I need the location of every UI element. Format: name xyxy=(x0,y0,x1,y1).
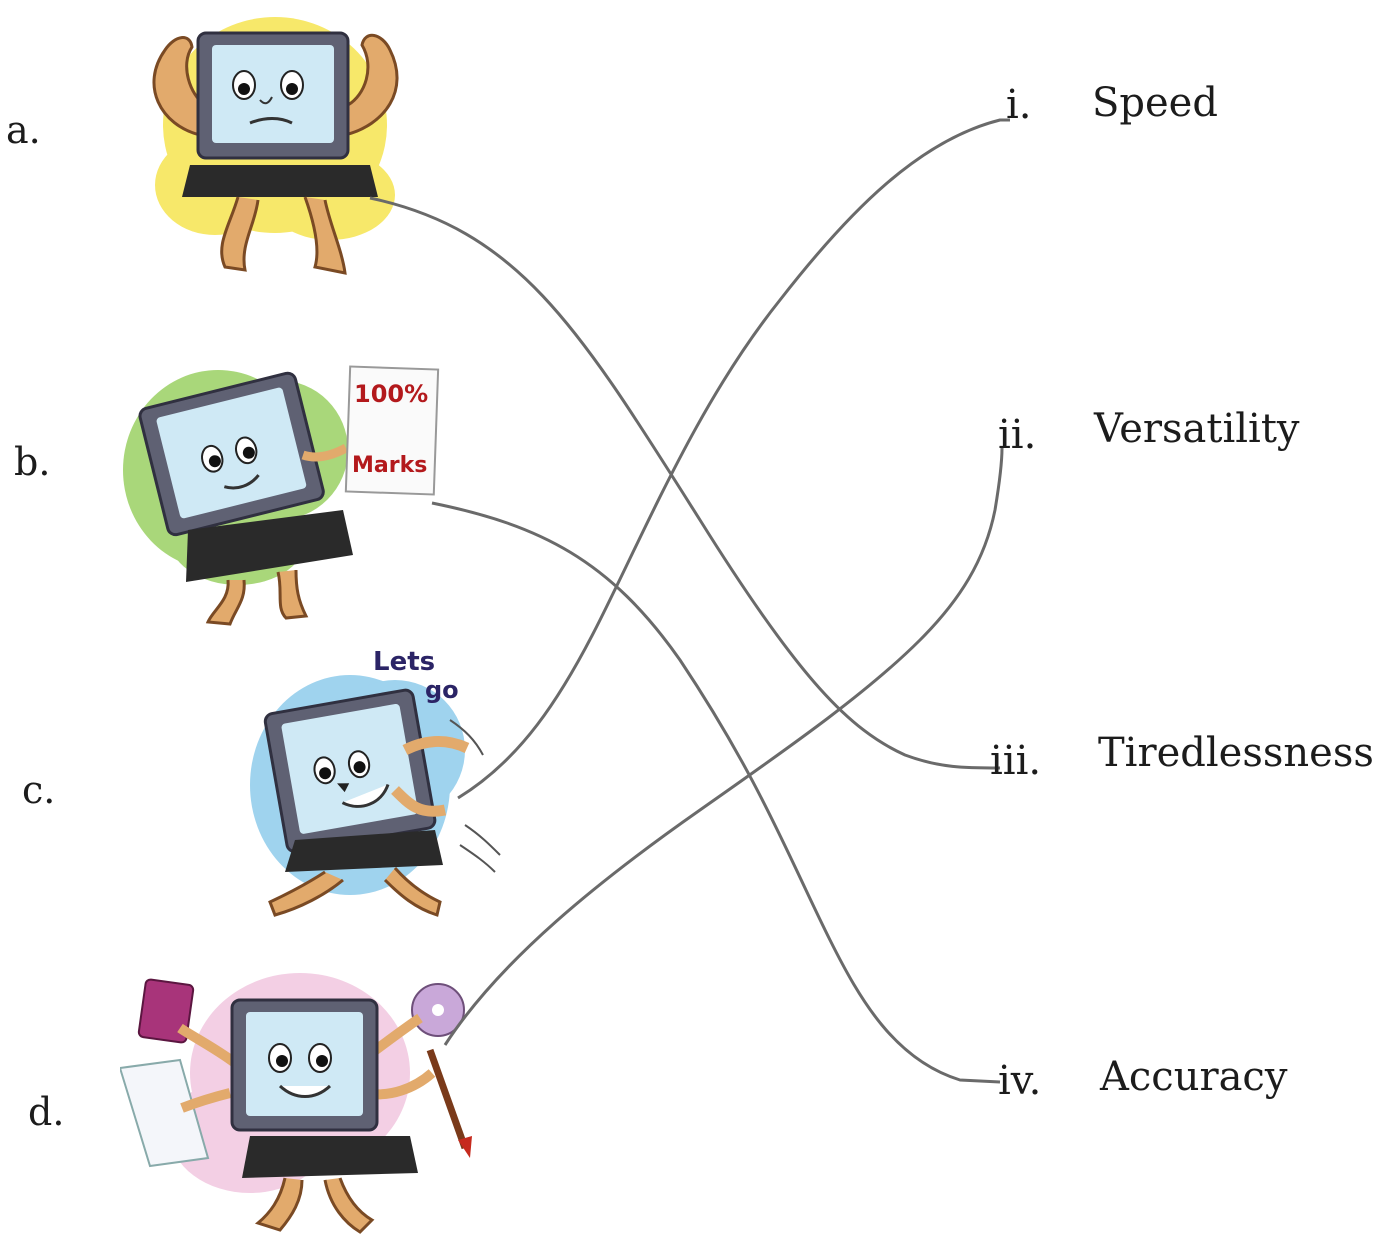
accurate-computer-icon: 100% Marks xyxy=(123,365,440,626)
item-letter-b: b. xyxy=(14,440,51,484)
item-letter-d: d. xyxy=(28,1090,65,1134)
numeral-i: i. xyxy=(1006,82,1032,128)
quality-tiredlessness: Tiredlessness xyxy=(1098,730,1374,776)
strong-computer-icon xyxy=(152,17,399,275)
fast-computer-icon: Lets go xyxy=(250,647,501,917)
item-letter-a: a. xyxy=(6,108,41,152)
marks-percent-text: 100% xyxy=(354,380,428,408)
quality-versatility: Versatility xyxy=(1094,406,1300,452)
numeral-ii: ii. xyxy=(998,412,1037,458)
quality-accuracy: Accuracy xyxy=(1100,1054,1288,1100)
numeral-iii: iii. xyxy=(990,738,1042,784)
quality-speed: Speed xyxy=(1092,80,1218,126)
line-c-to-i xyxy=(457,118,1010,800)
numeral-iv: iv. xyxy=(998,1058,1042,1104)
versatile-computer-icon xyxy=(120,973,472,1234)
item-letter-c: c. xyxy=(22,768,56,812)
line-d-to-ii xyxy=(443,447,1004,1046)
lets-go-text: Lets xyxy=(373,647,435,677)
line-b-to-iv xyxy=(431,501,1001,1084)
marks-label-text: Marks xyxy=(352,453,427,478)
go-text: go xyxy=(425,676,459,704)
